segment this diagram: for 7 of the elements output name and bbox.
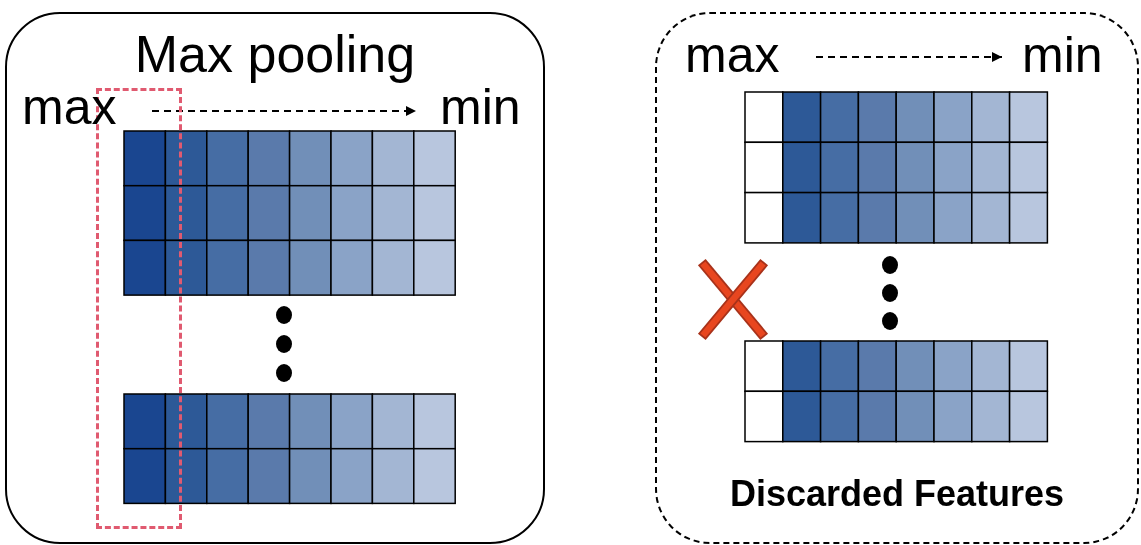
dashed-panel <box>655 12 1139 544</box>
panel <box>5 12 545 544</box>
axis-label: min <box>440 82 521 132</box>
axis-label: max <box>685 30 780 80</box>
axis-label: max <box>22 82 117 132</box>
panel-caption: Discarded Features <box>728 476 1066 512</box>
axis-label: min <box>1022 30 1103 80</box>
